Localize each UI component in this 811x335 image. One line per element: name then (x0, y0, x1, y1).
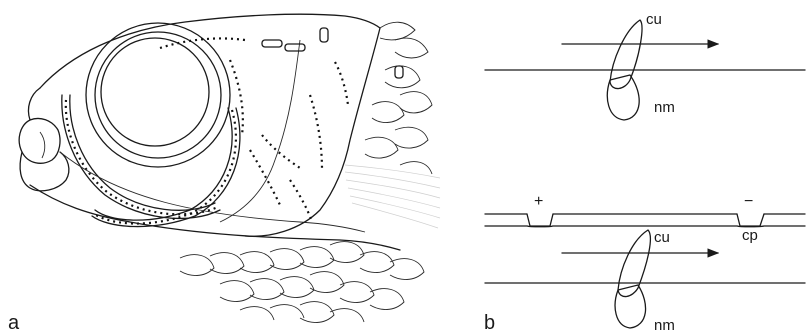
plus-sign: + (534, 193, 543, 210)
panel-b-top-diagram: cu nm (485, 11, 805, 120)
canal-pore-label: cp (742, 227, 758, 244)
canal-pore-left (527, 214, 553, 226)
lower-lip (20, 152, 69, 191)
minus-sign: − (744, 193, 753, 210)
body-scales (180, 22, 432, 322)
canal-pore-right (737, 214, 764, 226)
bottom-neuromast-label: nm (654, 317, 675, 334)
eye-ring (95, 32, 221, 158)
panel-a-fish-head (19, 14, 440, 322)
top-neuromast (607, 75, 639, 120)
top-neuromast-label: nm (654, 99, 675, 116)
bottom-neuromast (615, 285, 645, 328)
panel-b-label: b (484, 312, 495, 334)
head-dorsal-outline (40, 14, 380, 88)
upper-lip (19, 118, 60, 163)
panel-a-label: a (8, 312, 20, 334)
top-cupula-label: cu (646, 11, 662, 28)
panel-b-bottom-diagram: + − cp cu nm (485, 193, 805, 334)
bottom-cupula-label: cu (654, 229, 670, 246)
eye-pupil (101, 38, 209, 146)
pectoral-fin (345, 165, 440, 228)
snout-outline (28, 88, 40, 120)
